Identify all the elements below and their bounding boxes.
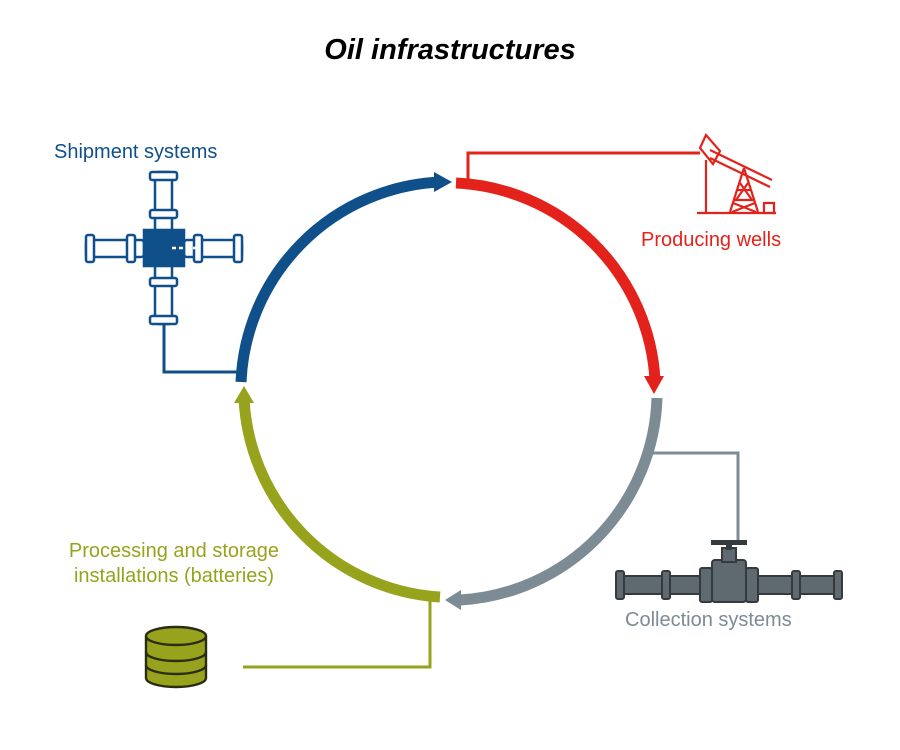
arc-processing bbox=[238, 397, 441, 603]
collection-systems-label: Collection systems bbox=[625, 609, 792, 631]
processing-storage-label: Processing and storage installations (ba… bbox=[68, 540, 280, 587]
shipment-systems-label: Shipment systems bbox=[54, 141, 218, 163]
connector-processing bbox=[243, 600, 432, 669]
arc-wells bbox=[455, 177, 661, 381]
producing-wells-label: Producing wells bbox=[641, 229, 782, 251]
pipeline-valve-icon bbox=[615, 540, 843, 603]
page-title: Oil infrastructures bbox=[324, 34, 576, 66]
arc-shipment bbox=[235, 176, 441, 383]
arrowhead-collection bbox=[445, 590, 461, 610]
arrowhead-wells bbox=[644, 376, 664, 394]
connector-shipment bbox=[162, 320, 243, 374]
pipe-cross-icon bbox=[84, 170, 244, 326]
storage-tank-icon bbox=[144, 625, 208, 689]
connector-wells bbox=[466, 151, 700, 188]
arc-collection bbox=[459, 397, 663, 606]
pumpjack-icon bbox=[697, 132, 776, 215]
arrowhead-shipment bbox=[434, 172, 452, 192]
connector-collection bbox=[652, 451, 740, 540]
arrowhead-processing bbox=[234, 386, 254, 403]
